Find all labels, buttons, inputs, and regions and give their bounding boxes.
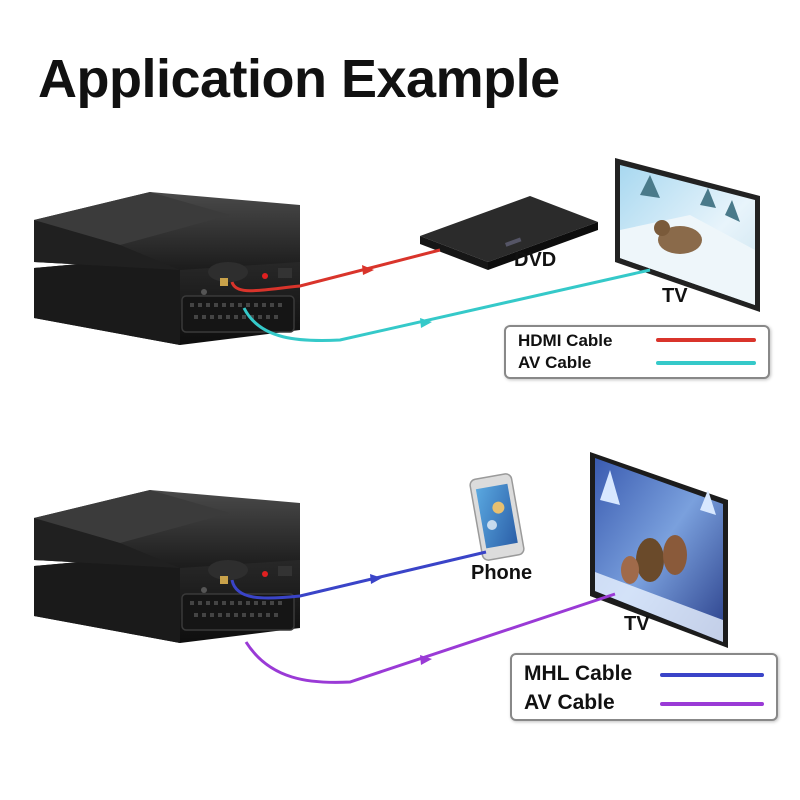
legend-label-mhl: MHL Cable — [524, 662, 633, 685]
legend-label-av: AV Cable — [524, 691, 615, 714]
legend-label-hdmi: HDMI Cable — [518, 331, 613, 350]
hdmi-cable-arrow — [362, 265, 374, 275]
tv-icon — [615, 158, 760, 312]
av-cable-arrow-2 — [420, 655, 432, 665]
tv-icon — [590, 452, 728, 648]
scart-converter-icon — [33, 489, 301, 644]
tv-label: TV — [662, 285, 688, 307]
legend-box: HDMI Cable AV Cable — [504, 325, 770, 379]
mhl-cable-arrow — [370, 574, 382, 584]
av-cable-line — [242, 268, 651, 343]
mhl-cable-line — [230, 550, 487, 600]
legend-box: MHL Cable AV Cable — [510, 653, 778, 721]
dvd-label: DVD — [514, 249, 557, 271]
smartphone-icon — [469, 473, 525, 561]
tv-label: TV — [624, 613, 650, 635]
legend-line-av — [656, 361, 756, 365]
legend-label-av: AV Cable — [518, 353, 592, 372]
legend-line-av — [660, 702, 764, 706]
av-cable-arrow — [420, 318, 432, 328]
legend-line-mhl — [660, 673, 764, 677]
scart-converter-icon — [33, 191, 301, 346]
hdmi-cable-line — [230, 248, 441, 293]
phone-label: Phone — [471, 562, 533, 584]
av-cable-line-2 — [244, 592, 616, 684]
legend-line-hdmi — [656, 338, 756, 342]
dvd-player-icon — [420, 196, 598, 270]
page-title: Application Example — [38, 49, 560, 109]
